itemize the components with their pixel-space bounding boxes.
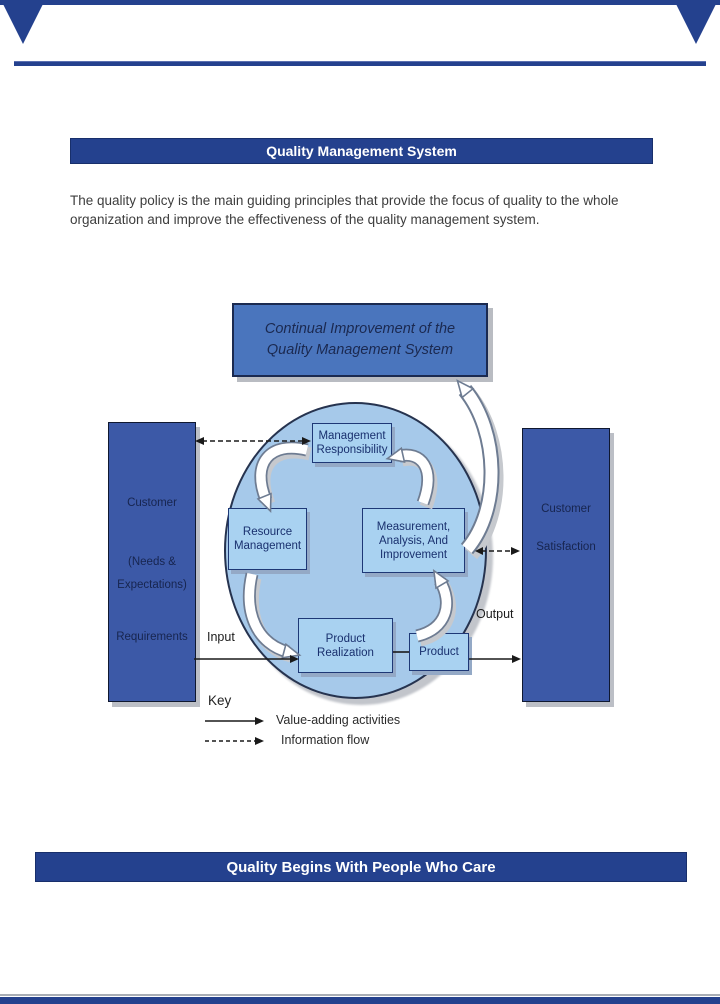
measurement-analysis-box: Measurement, Analysis, And Improvement [362,508,465,573]
header-rule [14,61,706,66]
continual-improvement-line2: Quality Management System [266,342,454,358]
resource-management-box: Resource Management [228,508,307,570]
output-arrow [469,655,521,663]
title-banner: Quality Management System [70,138,653,164]
left-box-line-expectations: Expectations) [117,579,187,591]
footer-banner: Quality Begins With People Who Care [35,852,687,882]
product-box: Product [409,633,469,671]
product-realization-box: Product Realization [298,618,393,673]
input-label: Input [207,630,235,644]
management-responsibility-box: Management Responsibility [312,423,392,463]
footer-rule-blue [0,997,720,1004]
page-title: Quality Management System [266,143,457,159]
legend-dashed-label: Information flow [281,733,370,747]
top-border-bar [0,0,720,5]
right-box-line-satisfaction: Satisfaction [536,541,596,553]
left-box-line-needs: (Needs & [128,556,176,568]
legend-solid-label: Value-adding activities [276,713,401,727]
key-label: Key [208,693,232,708]
continual-improvement-line1: Continual Improvement of the [264,321,456,337]
footer-rule-gray [0,994,720,996]
corner-triangle-right [676,4,716,44]
customer-requirements-box: Customer (Needs & Expectations) Requirem… [108,422,196,702]
footer-banner-text: Quality Begins With People Who Care [226,858,496,876]
corner-triangle-left [3,4,43,44]
continual-improvement-box: Continual Improvement of the Quality Man… [232,303,488,377]
output-label: Output [476,607,514,621]
left-box-line-requirements: Requirements [116,631,188,643]
left-box-line-customer: Customer [127,497,177,509]
intro-paragraph: The quality policy is the main guiding p… [70,192,619,228]
right-box-line-customer: Customer [541,503,591,515]
legend-dashed-arrow [205,737,264,745]
legend-solid-arrow [205,717,264,725]
customer-satisfaction-box: Customer Satisfaction [522,428,610,702]
